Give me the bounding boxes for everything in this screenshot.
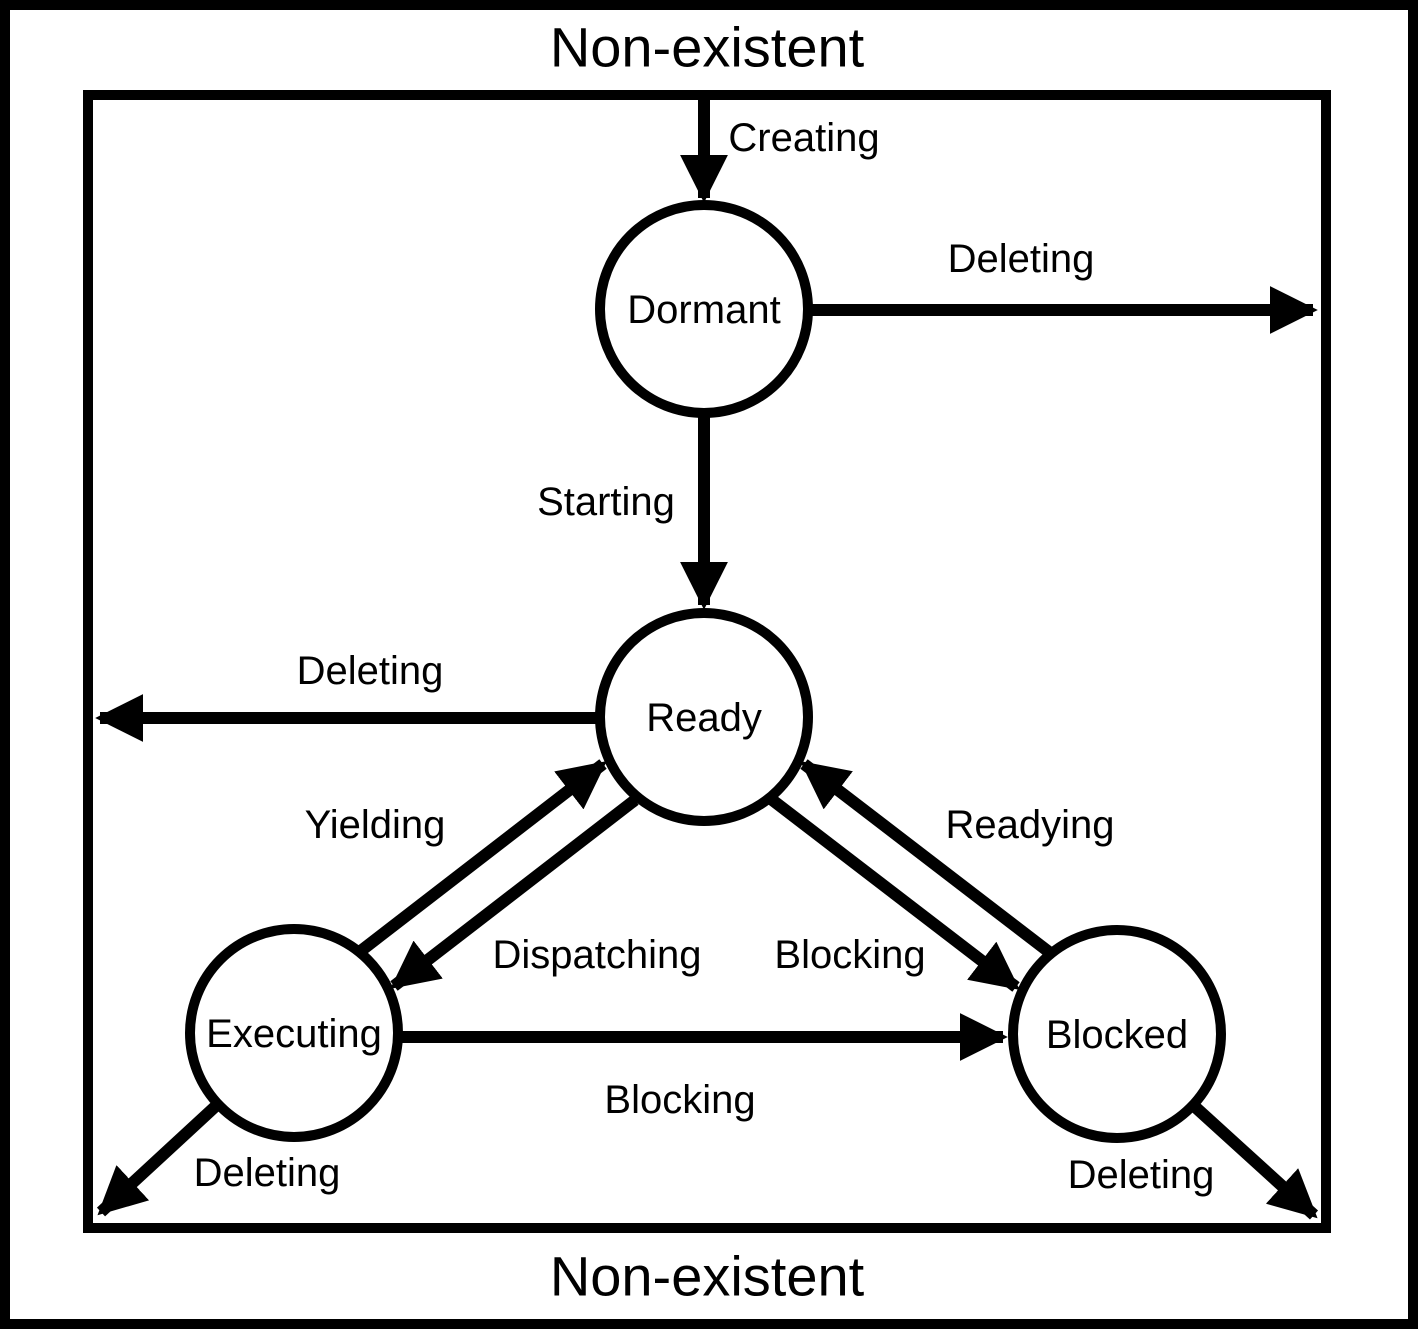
state-label-ready: Ready (646, 696, 762, 740)
state-circle-blocked (1008, 925, 1226, 1143)
state-circle-dormant (595, 200, 813, 418)
transition-label-yielding: Yielding (305, 803, 446, 847)
transition-arrow-dispatching (390, 795, 639, 991)
transition-arrow-readying (800, 759, 1053, 957)
transition-arrow-deleting-executing (96, 1099, 223, 1217)
state-circle-ready (595, 608, 813, 826)
transition-label-creating: Creating (728, 116, 879, 160)
transition-label-blocking-from-executing: Blocking (604, 1078, 755, 1122)
transition-arrow-blocking-from-ready (767, 794, 1020, 992)
transition-label-deleting-ready: Deleting (297, 649, 444, 693)
nonexistent-label-bottom: Non-existent (550, 1245, 865, 1308)
state-label-executing: Executing (206, 1012, 382, 1056)
state-label-dormant: Dormant (627, 288, 780, 332)
transition-label-readying: Readying (945, 803, 1114, 847)
transition-arrow-yielding (358, 759, 607, 955)
inner-boundary (83, 90, 1331, 1233)
state-label-blocked: Blocked (1046, 1013, 1188, 1057)
transition-label-deleting-dormant: Deleting (948, 237, 1095, 281)
transition-arrow-deleting-blocked (1188, 1100, 1319, 1220)
transition-label-deleting-blocked: Deleting (1068, 1153, 1215, 1197)
transition-label-dispatching: Dispatching (492, 933, 701, 977)
nonexistent-label-top: Non-existent (550, 16, 865, 79)
transition-label-blocking-from-ready: Blocking (774, 933, 925, 977)
transition-label-starting: Starting (537, 480, 675, 524)
transition-label-deleting-executing: Deleting (194, 1151, 341, 1195)
state-circle-executing (185, 924, 403, 1142)
